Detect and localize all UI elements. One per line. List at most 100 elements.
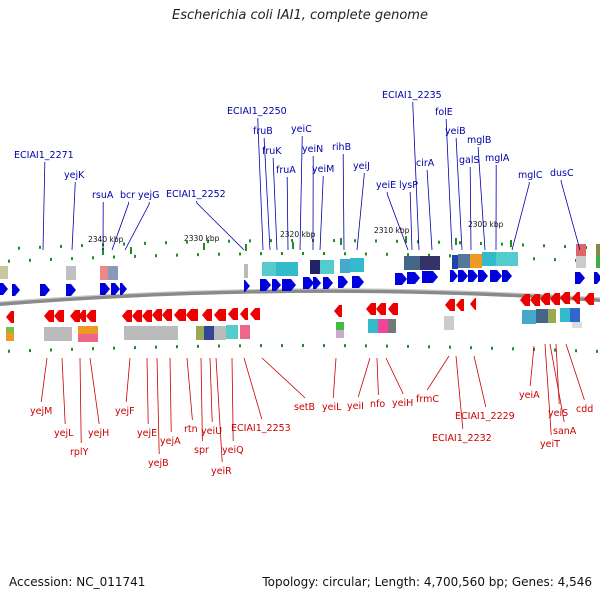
gene-label: ECIAI1_2271 [14,150,74,161]
tick-mark [365,344,367,348]
forward-gene-arrow [490,270,502,282]
gene-label: yejH [88,428,109,439]
leader-line [61,357,66,425]
leader-line [196,201,245,251]
reverse-gene-arrow [186,309,198,321]
tick-mark [176,253,178,257]
scale-label: 2320 kbp [280,230,316,239]
major-tick [292,242,294,249]
feature-box [560,308,570,322]
tick-mark [50,257,52,261]
gene-label: yejA [160,436,181,447]
leader-line [71,182,76,251]
tick-mark [155,254,157,258]
reverse-gene-arrow [550,293,560,305]
feature-box [570,308,580,322]
feature-box [66,266,76,280]
leader-line [477,147,486,251]
gene-label: mglA [485,153,510,164]
reverse-gene-arrow [560,292,570,304]
gene-label: yeiB [445,126,466,137]
tick-mark [228,239,230,243]
feature-box [576,244,586,256]
tick-mark [260,252,262,256]
leader-line [156,357,160,455]
reverse-gene-arrow [142,310,152,322]
feature-box [262,262,276,276]
leader-line [124,202,150,251]
tick-mark [197,344,199,348]
feature-box [452,255,458,269]
gene-label: ECIAI1_2229 [455,411,515,422]
gene-label: yeiI [347,401,364,412]
tick-mark [260,344,262,348]
reverse-gene-arrow [214,309,226,321]
major-tick [340,238,342,245]
reverse-gene-arrow [44,310,54,322]
forward-gene-arrow [40,284,50,296]
feature-box [226,325,238,339]
tick-mark [81,244,83,248]
leader-line [215,357,223,463]
leader-line [426,170,433,251]
feature-box [470,254,482,268]
gene-label: dusC [550,168,574,179]
reverse-gene-arrow [388,303,398,315]
tick-mark [29,258,31,262]
leader-line [473,355,487,408]
reverse-gene-arrow [366,303,376,315]
leader-line [169,357,172,433]
tick-mark [113,346,115,350]
reverse-gene-arrow [530,294,540,306]
feature-box [196,326,204,340]
gene-label: nfo [370,399,385,410]
tick-mark [512,347,514,351]
leader-line [342,154,345,251]
forward-gene-arrow [338,276,348,288]
reverse-gene-arrow [584,293,594,305]
tick-mark [533,257,535,261]
leader-line [42,162,46,251]
major-tick [405,236,407,243]
tick-mark [323,344,325,348]
leader-line [257,118,264,251]
gene-label: yejK [64,170,85,181]
tick-mark [207,240,209,244]
tick-mark [302,344,304,348]
gene-label: yeiJ [353,161,370,172]
major-tick [102,248,104,255]
tick-mark [449,254,451,258]
forward-gene-arrow [12,284,20,296]
leader-line [356,173,365,251]
tick-mark [291,239,293,243]
reverse-gene-arrow [470,298,476,310]
tick-mark [29,349,31,353]
leader-line [549,343,565,423]
reverse-gene-arrow [132,310,142,322]
feature-box [350,258,364,272]
leader-line [89,357,100,425]
reverse-gene-arrow [250,308,260,320]
tick-mark [501,242,503,246]
tick-mark [302,252,304,256]
gene-label: yeiM [312,164,334,175]
reverse-gene-arrow [122,310,132,322]
forward-gene-arrow [575,272,585,284]
feature-box [204,326,214,340]
leader-line [555,343,560,405]
gene-label: rsuA [92,190,114,201]
leader-line [299,136,303,251]
leader-line [231,357,234,442]
feature-box [6,333,14,341]
scale-label: 2340 kbp [88,235,124,244]
gene-label: setB [294,402,315,413]
tick-mark [270,239,272,243]
major-tick [455,238,457,245]
major-tick [203,243,205,250]
leader-line [445,119,453,251]
leader-line [209,357,213,423]
backbone-layer [0,288,600,306]
feature-box [124,326,178,340]
tick-mark [8,259,10,263]
major-tick [245,244,247,251]
